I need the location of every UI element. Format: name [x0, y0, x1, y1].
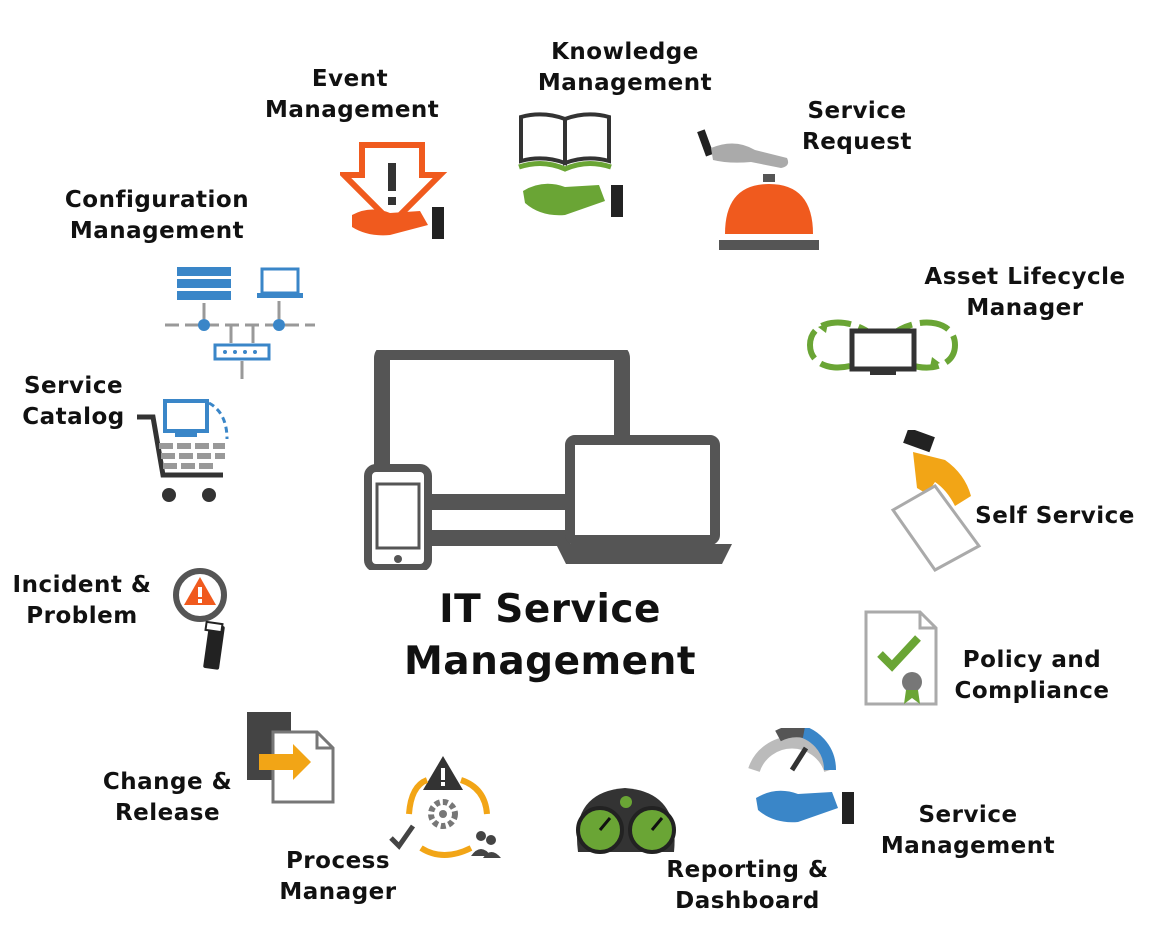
alert-hand-icon — [340, 142, 448, 239]
magnifier-alert-icon — [173, 568, 227, 670]
book-hand-icon — [518, 112, 623, 217]
network-icon — [165, 267, 315, 379]
process-cycle-icon — [389, 756, 501, 858]
gauge-hand-icon — [748, 728, 854, 824]
dashboard-gauges-icon — [576, 788, 676, 854]
service-bell-icon — [697, 129, 819, 250]
reporting-dashboard-label: Reporting &Dashboard — [666, 857, 829, 914]
certificate-icon — [864, 610, 938, 706]
incident-problem-label: Incident &Problem — [12, 572, 152, 629]
change-release-label: Change &Release — [102, 769, 233, 826]
self-service-label: Self Service — [975, 503, 1135, 529]
shopping-cart-icon — [137, 399, 229, 502]
change-arrow-icon — [247, 712, 335, 804]
infinity-monitor-icon — [806, 319, 959, 375]
hand-document-icon — [890, 430, 982, 572]
devices-icon — [364, 350, 732, 570]
